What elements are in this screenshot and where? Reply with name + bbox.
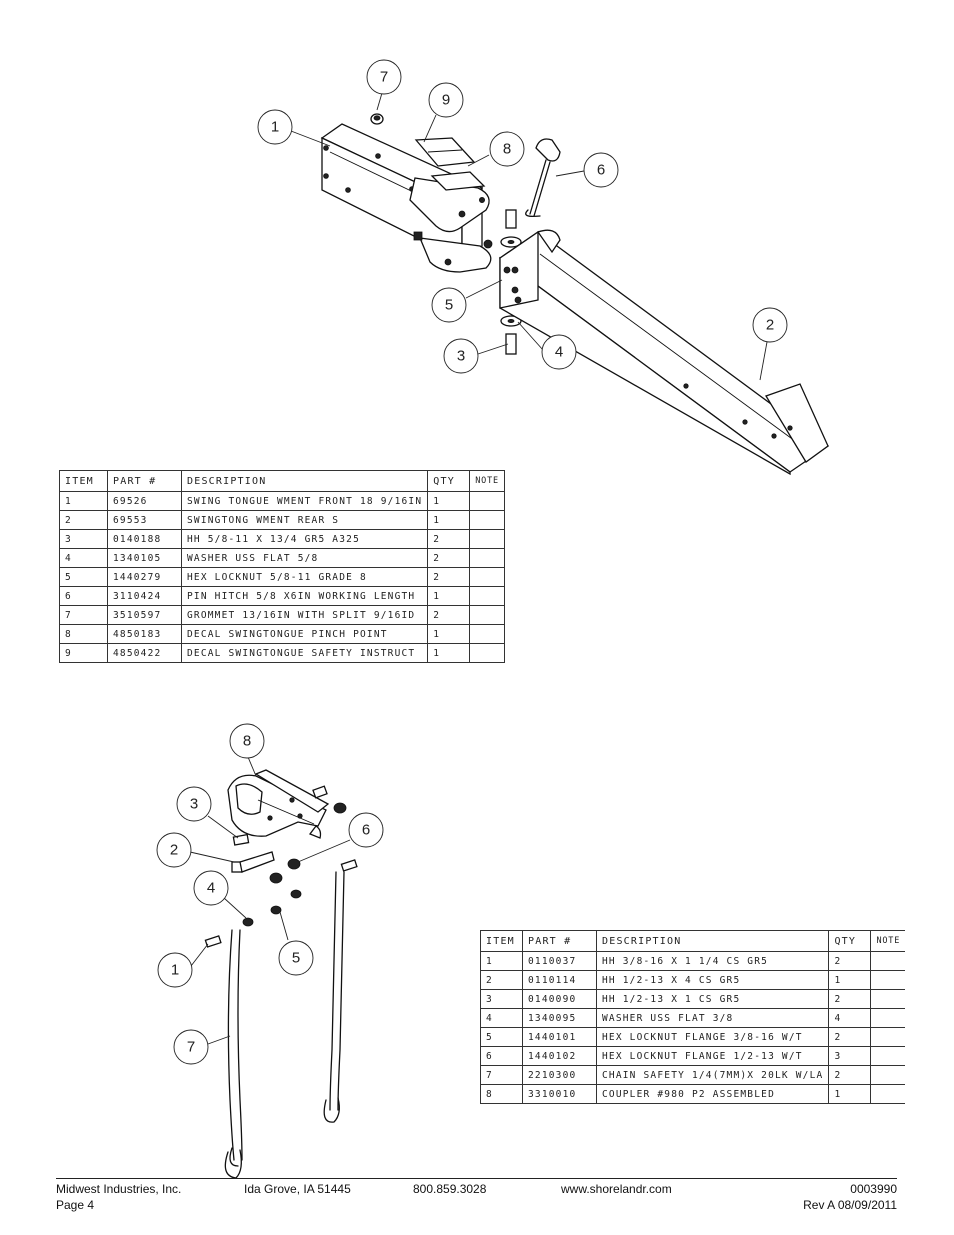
hex-locknut-3	[290, 889, 302, 899]
svg-text:7: 7	[380, 69, 388, 86]
balloon-top-7: 7	[366, 59, 402, 95]
svg-text:1: 1	[271, 119, 279, 136]
balloon-bottom-8: 8	[229, 723, 265, 759]
swing-tongue-exploded-diagram: 1 2 3 4 5 6 7 8 9	[257, 59, 830, 476]
col-qty: QTY	[427, 470, 471, 492]
col-description: DESCRIPTION	[180, 470, 429, 492]
col-item: ITEM	[480, 930, 523, 952]
svg-text:1: 1	[171, 962, 179, 979]
svg-text:6: 6	[597, 162, 605, 179]
balloon-top-3: 3	[443, 338, 479, 374]
balloon-bottom-4: 4	[193, 870, 229, 906]
footer-company: Midwest Industries, Inc.	[56, 1182, 182, 1196]
balloon-bottom-3: 3	[176, 786, 212, 822]
col-part: PART #	[107, 470, 182, 492]
table-header-row: ITEM PART # DESCRIPTION QTY NOTE	[480, 930, 906, 952]
balloon-bottom-7: 7	[173, 1029, 209, 1065]
chain-bolt-left	[204, 935, 222, 948]
svg-text:3: 3	[190, 796, 198, 813]
footer-divider	[56, 1178, 897, 1179]
balloon-top-8: 8	[489, 131, 525, 167]
col-qty: QTY	[828, 930, 872, 952]
table-header-row: ITEM PART # DESCRIPTION QTY NOTE	[59, 470, 505, 492]
footer-revision: Rev A 08/09/2011	[803, 1198, 897, 1212]
svg-text:5: 5	[292, 950, 300, 967]
hex-locknut-1	[287, 858, 301, 870]
chain-bolt-right	[340, 859, 358, 872]
upper-bolt	[505, 209, 517, 229]
rear-tongue-weldment	[498, 229, 830, 476]
pin-hitch	[525, 138, 561, 218]
balloon-top-1: 1	[257, 109, 293, 145]
col-part: PART #	[522, 930, 597, 952]
svg-text:4: 4	[555, 344, 563, 361]
safety-chain-left	[224, 929, 243, 1179]
balloon-bottom-6: 6	[348, 812, 384, 848]
balloon-top-4: 4	[541, 334, 577, 370]
footer-doc-number: 0003990	[850, 1182, 897, 1196]
col-note: NOTE	[870, 930, 906, 952]
balloon-top-6: 6	[583, 152, 619, 188]
svg-text:5: 5	[445, 297, 453, 314]
coupler	[227, 769, 330, 839]
svg-text:7: 7	[187, 1039, 195, 1056]
svg-text:2: 2	[766, 317, 774, 334]
svg-text:4: 4	[207, 880, 215, 897]
hex-locknut-4	[270, 905, 282, 915]
svg-text:2: 2	[170, 842, 178, 859]
footer-page: Page 4	[56, 1198, 95, 1212]
safety-chain-right	[323, 871, 345, 1123]
decal-pinch-point	[430, 171, 486, 191]
col-description: DESCRIPTION	[595, 930, 830, 952]
balloon-top-2: 2	[752, 307, 788, 343]
washer	[242, 917, 254, 927]
front-tongue-weldment	[320, 123, 493, 273]
decal-safety-instruct	[414, 137, 476, 167]
footer-phone: 800.859.3028	[413, 1182, 487, 1196]
coupler-nut-upper	[333, 802, 347, 814]
long-bolt	[231, 851, 275, 873]
col-item: ITEM	[59, 470, 108, 492]
hex-locknut-2	[269, 872, 283, 884]
balloon-bottom-5: 5	[278, 940, 314, 976]
footer-location: Ida Grove, IA 51445	[244, 1182, 351, 1196]
coupler-chain-exploded-diagram: 1 2 3 4 5 6 7 8	[156, 723, 384, 1179]
svg-text:3: 3	[457, 348, 465, 365]
coupler-bolt-upper	[312, 785, 328, 799]
col-note: NOTE	[469, 470, 505, 492]
balloon-top-9: 9	[428, 82, 464, 118]
svg-text:6: 6	[362, 822, 370, 839]
svg-text:8: 8	[243, 733, 251, 750]
footer-website: www.shorelandr.com	[561, 1182, 672, 1196]
lower-bolt	[505, 333, 517, 355]
balloon-bottom-1: 1	[157, 952, 193, 988]
balloon-bottom-2: 2	[156, 832, 192, 868]
balloon-top-5: 5	[431, 287, 467, 323]
svg-text:9: 9	[442, 92, 450, 109]
svg-text:8: 8	[503, 141, 511, 158]
